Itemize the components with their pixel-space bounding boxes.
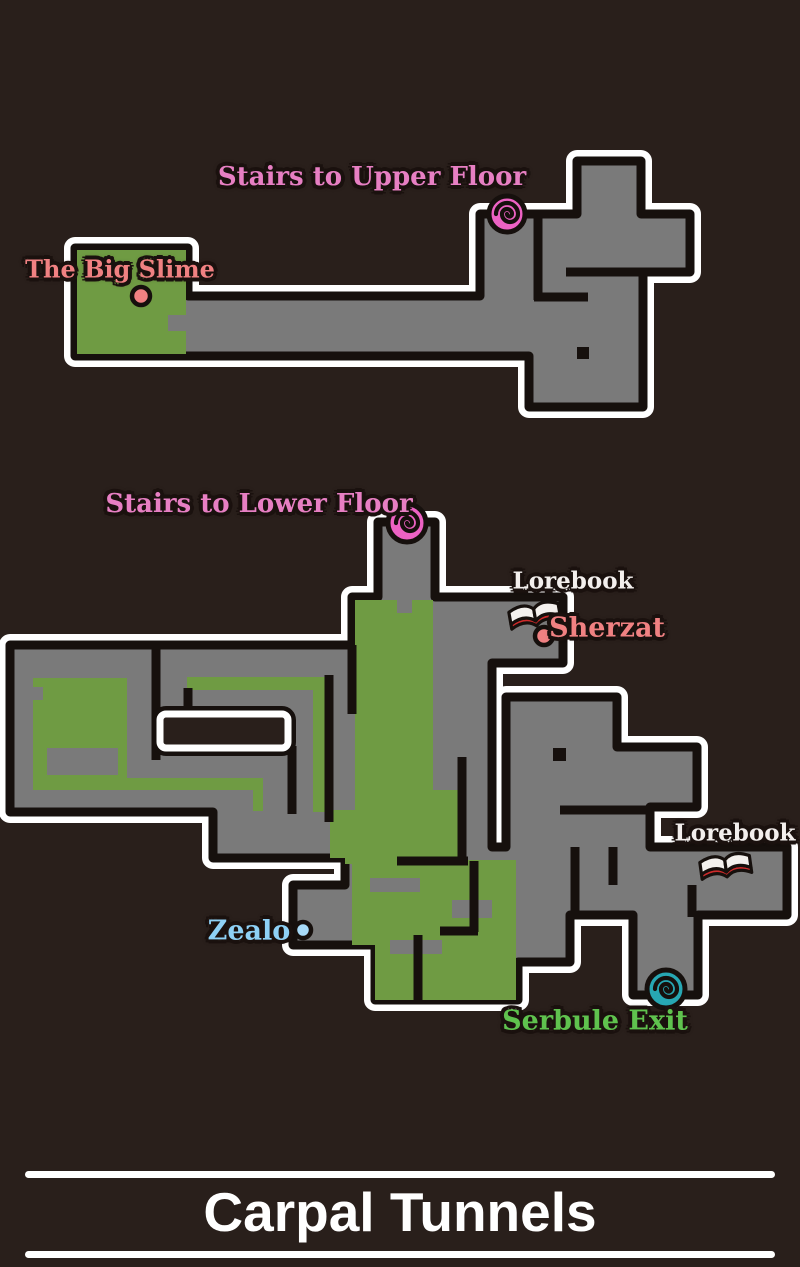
slime-room-notch bbox=[168, 315, 186, 331]
upper-map-inner-walls bbox=[533, 214, 645, 302]
upper-map-pillar bbox=[577, 347, 589, 359]
stairs-to-upper-floor-label: Stairs to Upper Floor bbox=[217, 162, 527, 192]
void-room bbox=[152, 706, 296, 756]
page-title: Carpal Tunnels bbox=[203, 1181, 597, 1243]
stairs-to-upper-floor-portal-icon bbox=[486, 193, 528, 235]
lower-floor-map bbox=[0, 501, 798, 1011]
stairs-to-lower-floor-label: Stairs to Lower Floor bbox=[105, 489, 413, 519]
zealo-label: Zealo bbox=[207, 915, 291, 947]
stairs-to-lower-floor-portal-icon bbox=[385, 501, 429, 545]
title-divider-top bbox=[25, 1171, 775, 1178]
zealo-npc-dot bbox=[292, 919, 314, 941]
lorebook-north-label: Lorebook bbox=[512, 567, 634, 595]
upper-floor-map bbox=[64, 150, 701, 418]
lower-map-pillar bbox=[553, 748, 566, 761]
serbule-exit-label: Serbule Exit bbox=[502, 1005, 688, 1037]
sherzat-label: Sherzat bbox=[549, 612, 665, 644]
big-slime-npc-dot bbox=[129, 284, 153, 308]
lower-map-inner-walls bbox=[151, 645, 697, 1002]
the-big-slime-label: The Big Slime bbox=[25, 254, 215, 284]
sherzat-npc-dot bbox=[532, 624, 556, 648]
title-divider-bottom bbox=[25, 1251, 775, 1258]
lower-map-terrain bbox=[33, 600, 516, 1000]
serbule-exit-portal-icon bbox=[644, 967, 688, 1011]
lorebook-east-label: Lorebook bbox=[674, 819, 796, 847]
